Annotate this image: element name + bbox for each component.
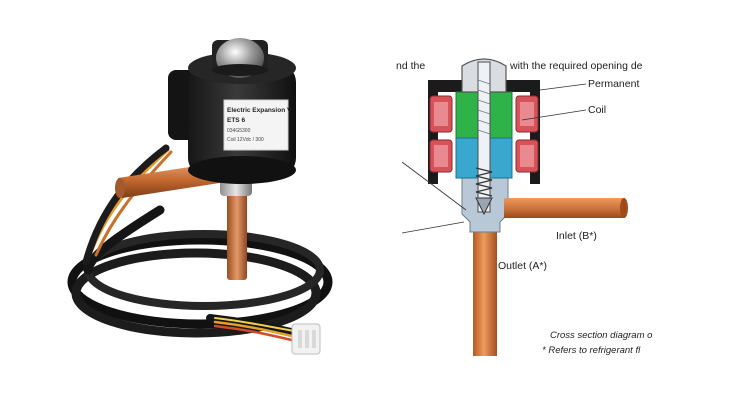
caption-line-1: Cross section diagram o xyxy=(550,330,653,341)
label-outlet: Outlet (A*) xyxy=(498,260,548,272)
label-line-3: 034G5300 xyxy=(227,128,251,134)
caption-line-2: * Refers to refrigerant fl xyxy=(542,345,641,356)
label-line-4: Coil 12Vdc / 300 xyxy=(227,137,264,143)
needle xyxy=(475,197,493,216)
label-permanent: Permanent xyxy=(588,78,640,90)
stator-housing xyxy=(428,80,540,184)
coil-windings xyxy=(429,95,539,173)
diagram-top-text-left: nd the xyxy=(396,60,426,72)
product-photo: Electric Expansion V ETS 6 034G5300 Coil… xyxy=(67,38,333,355)
cross-section-diagram: nd the with the required opening de Perm… xyxy=(372,0,750,412)
dome-cap xyxy=(212,38,268,78)
cable-connector xyxy=(291,323,321,355)
product-label: Electric Expansion V ETS 6 034G5300 Coil… xyxy=(223,99,292,151)
label-line-1: Electric Expansion V xyxy=(227,107,292,114)
diagram-outlet-pipe xyxy=(473,228,497,356)
outlet-pipe xyxy=(227,188,247,280)
leader-lines xyxy=(401,83,587,234)
spring xyxy=(475,167,493,197)
label-coil: Coil xyxy=(588,104,607,116)
label-inlet: Inlet (B*) xyxy=(556,230,597,242)
diagram-inlet-pipe xyxy=(504,198,624,218)
diagram-top-text-right: with the required opening de xyxy=(510,60,643,72)
label-line-2: ETS 6 xyxy=(227,117,245,124)
cross-section-svg xyxy=(401,58,628,356)
edge-fade xyxy=(710,0,750,412)
